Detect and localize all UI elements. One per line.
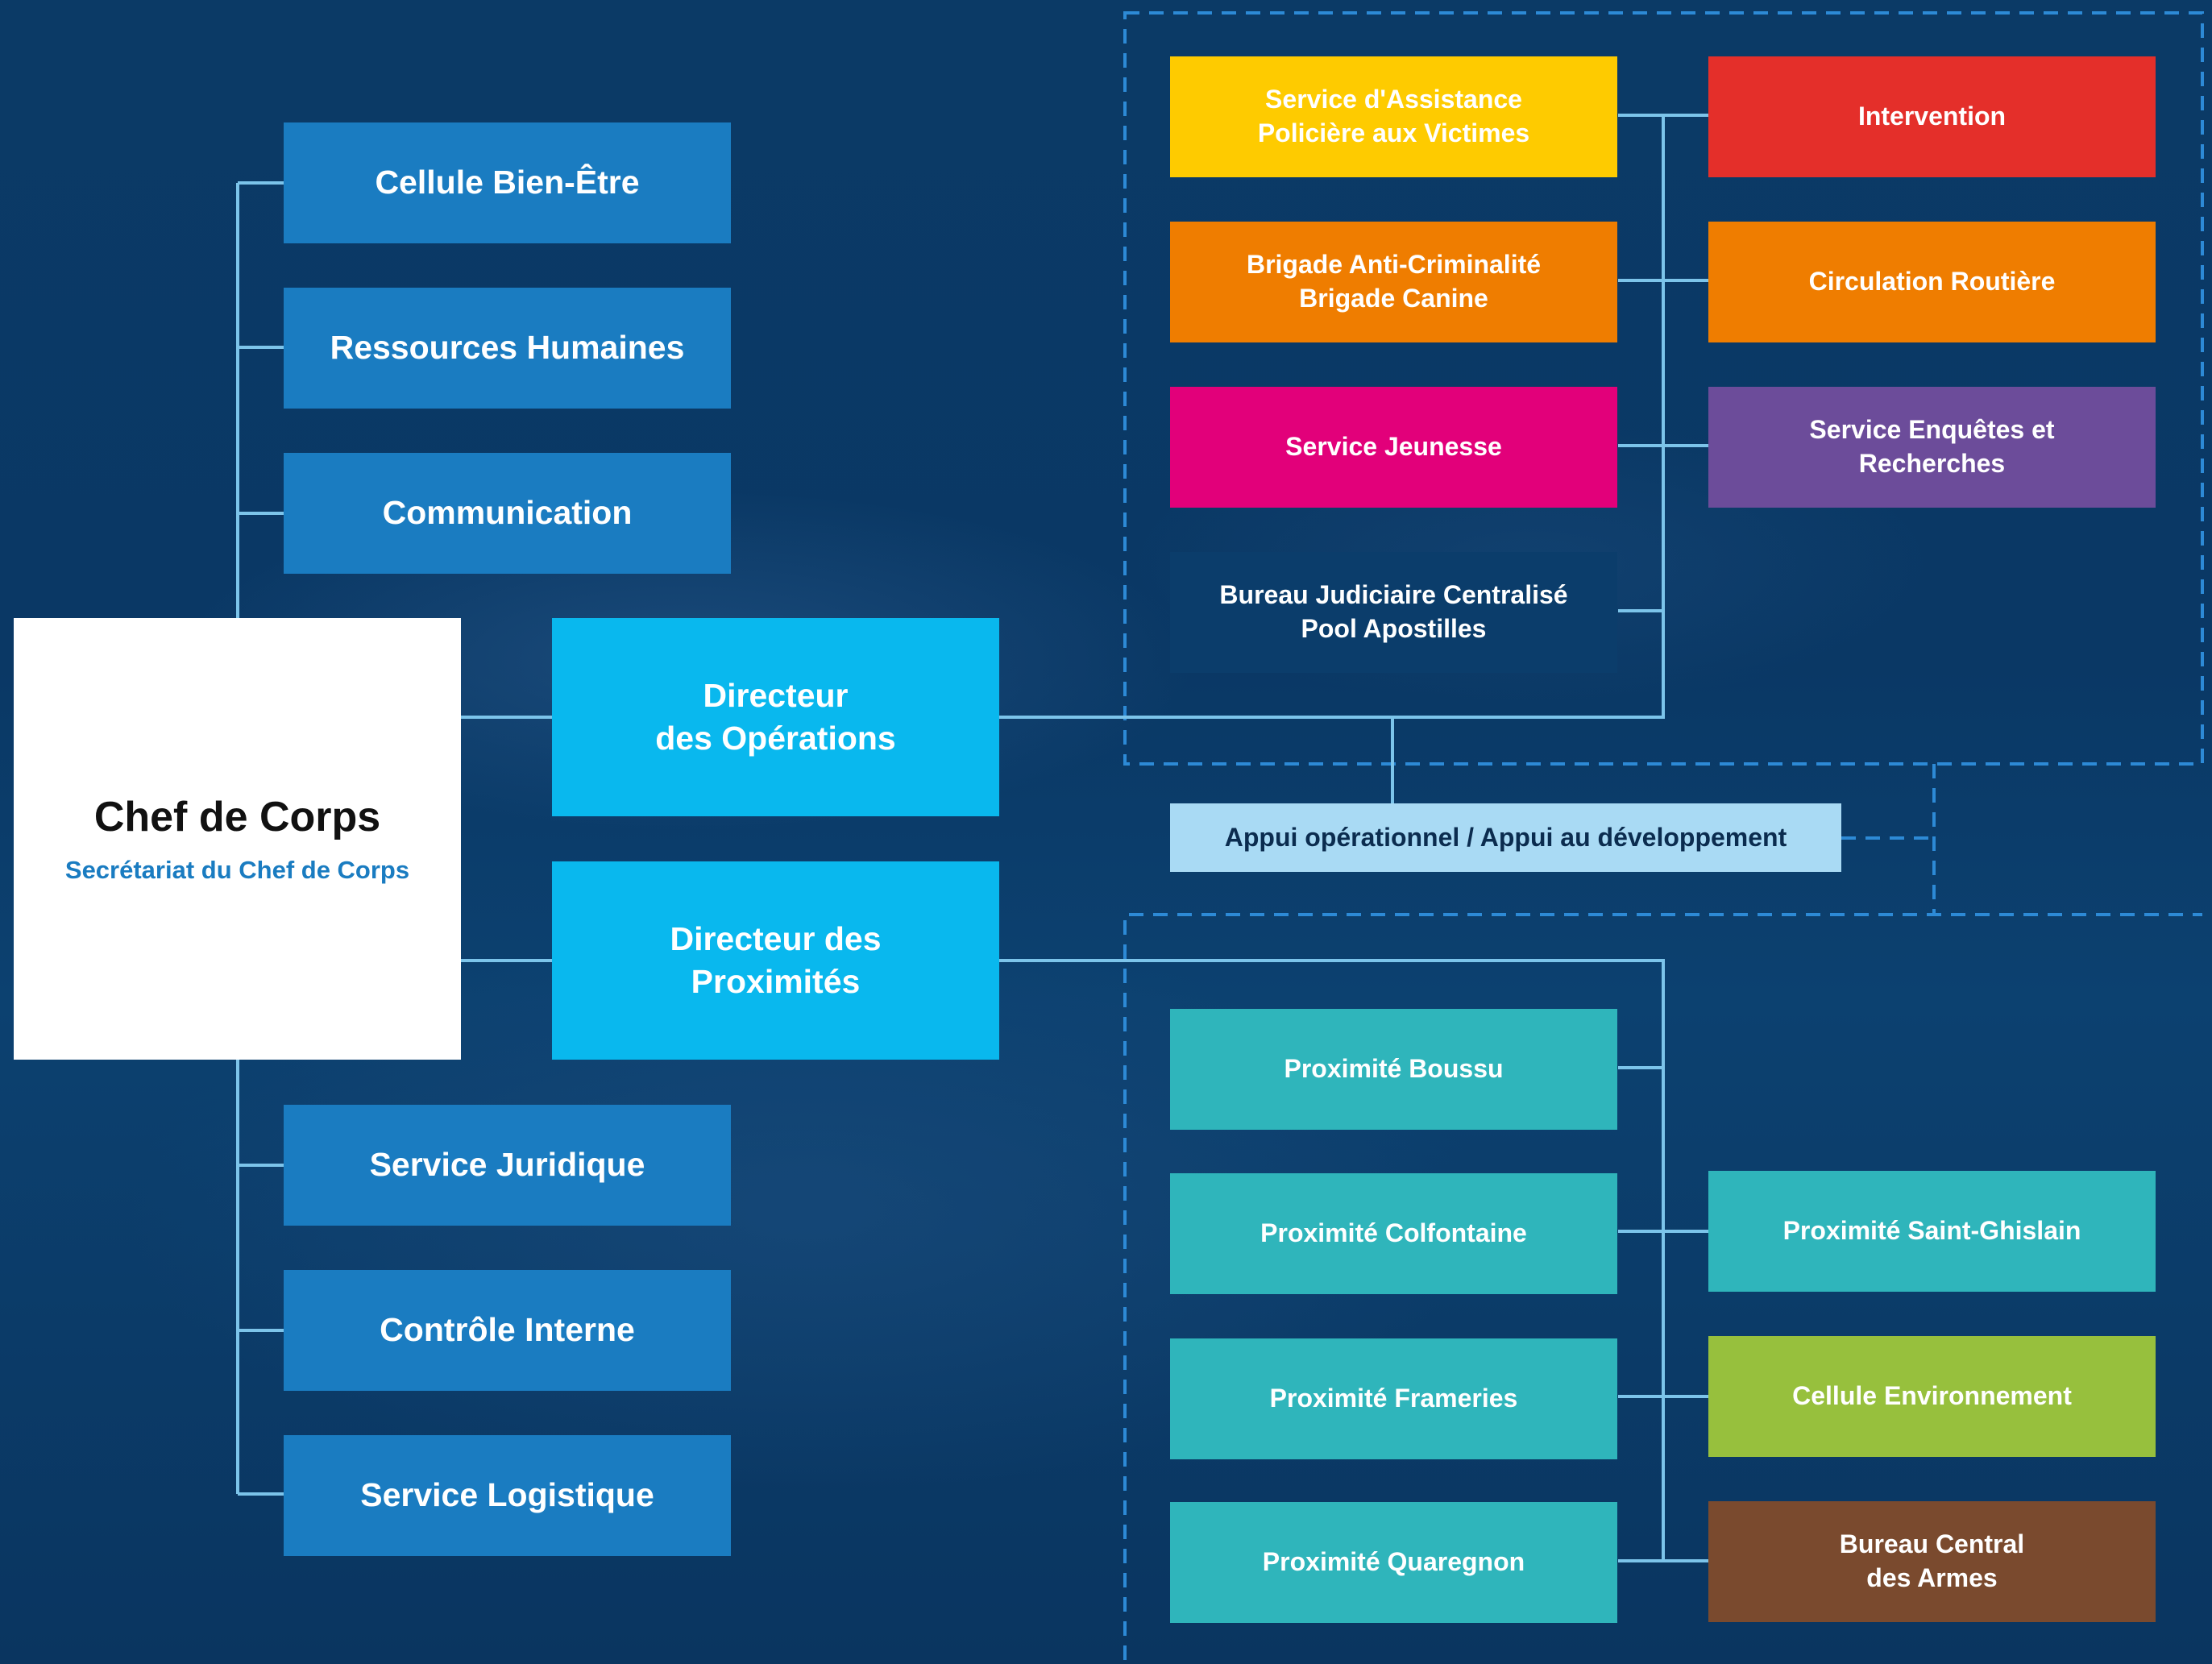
box-proximite-saint-ghislain: Proximité Saint-Ghislain	[1708, 1171, 2156, 1292]
box-service-juridique: Service Juridique	[284, 1105, 731, 1226]
box-circulation-routiere: Circulation Routière	[1708, 222, 2156, 342]
chef-title: Chef de Corps	[93, 794, 381, 840]
box-intervention: Intervention	[1708, 56, 2156, 177]
box-service-enquetes: Service Enquêtes et Recherches	[1708, 387, 2156, 508]
box-brigade-anti-criminalite: Brigade Anti-Criminalité Brigade Canine	[1170, 222, 1617, 342]
box-service-assistance-victimes: Service d'Assistance Policière aux Victi…	[1170, 56, 1617, 177]
operations-group-frame	[1123, 11, 2204, 766]
box-cellule-bien-etre: Cellule Bien-Être	[284, 122, 731, 243]
appui-dashed-link	[1841, 764, 1936, 915]
box-bureau-judiciaire: Bureau Judiciaire Centralisé Pool Aposti…	[1170, 552, 1617, 673]
box-proximite-frameries: Proximité Frameries	[1170, 1338, 1617, 1459]
operations-main-line	[999, 115, 1665, 719]
box-proximite-boussu: Proximité Boussu	[1170, 1009, 1617, 1130]
proximite-main-line	[999, 959, 1665, 1561]
box-service-jeunesse: Service Jeunesse	[1170, 387, 1617, 508]
box-bureau-central-armes: Bureau Central des Armes	[1708, 1501, 2156, 1622]
box-appui: Appui opérationnel / Appui au développem…	[1170, 803, 1841, 872]
box-communication: Communication	[284, 453, 731, 574]
box-directeur-proximites: Directeur des Proximités	[552, 861, 999, 1060]
box-directeur-operations: Directeur des Opérations	[552, 618, 999, 816]
box-controle-interne: Contrôle Interne	[284, 1270, 731, 1391]
box-cellule-environnement: Cellule Environnement	[1708, 1336, 2156, 1457]
box-proximite-colfontaine: Proximité Colfontaine	[1170, 1173, 1617, 1294]
chef-de-corps-box: Chef de Corps Secrétariat du Chef de Cor…	[14, 618, 461, 1060]
chef-subtitle: Secrétariat du Chef de Corps	[64, 856, 410, 884]
box-ressources-humaines: Ressources Humaines	[284, 288, 731, 409]
box-proximite-quaregnon: Proximité Quaregnon	[1170, 1502, 1617, 1623]
proximite-group-frame	[1123, 913, 2202, 1660]
box-service-logistique: Service Logistique	[284, 1435, 731, 1556]
